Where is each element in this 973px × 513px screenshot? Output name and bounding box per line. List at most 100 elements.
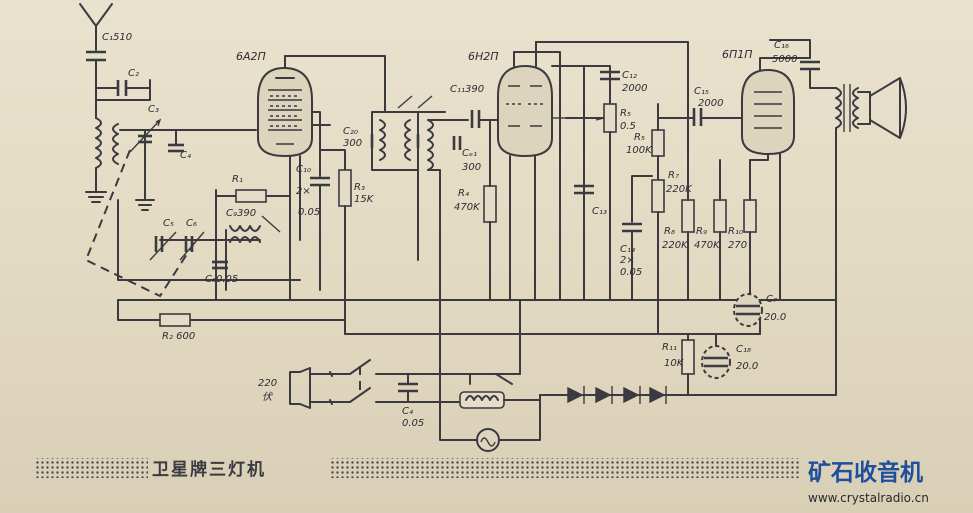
filament-resistor [439,299,541,441]
label-c14-c: 0.05 [620,267,642,278]
label-c9: C₉390 [226,208,256,219]
antenna-coil [95,117,119,169]
schematic-title: 卫星牌三灯机 [152,459,266,480]
label-c15-a: C₁₅ [694,86,709,97]
capacitor-c10 [310,176,330,291]
capacitor-c1 [86,50,106,73]
label-r10-a: R₁₀ [728,226,743,237]
label-r1: R₁ [232,174,243,185]
label-r10-b: 270 [728,240,747,251]
label-r5-b: 0.5 [620,121,636,132]
label-ce1-a: Cₑ₁ [462,148,477,159]
tube-label-v1: 6A2П [236,50,266,63]
label-c13: C₁₃ [592,206,607,217]
label-c18-val: 20.0 [736,361,758,372]
v1-wiring [284,55,386,301]
electrolytic-c17 [733,293,763,327]
mains-plug [289,367,333,409]
label-c4b-a: C₄ [402,406,413,417]
label-c4b-b: 0.05 [402,418,424,429]
label-r8-a: R₈ [664,226,675,237]
label-r5b-a: R₅ [634,132,645,143]
resistor-r7 [651,179,665,213]
label-c8: C₈0.05 [205,274,238,285]
resistor-r5b [651,129,665,157]
ground-symbol [85,191,155,211]
label-c14-b: 2× [620,255,635,266]
tube-label-v2: 6H2П [468,50,499,63]
speaker-icon [857,77,907,139]
label-r9-b: 470K [694,240,721,251]
label-r7-b: 220K [666,184,693,195]
tuning-capacitor-c3 [129,118,162,153]
resistor-r2 [159,313,191,327]
label-c4: C₄ [180,150,191,161]
pot-wiper [595,117,605,121]
resistor-r9 [713,199,727,233]
label-mains-a: 220 [258,378,277,389]
capacitor-c4 [168,143,184,153]
capacitor-c15 [657,108,743,126]
capacitor-c2 [95,80,151,96]
rectifier-diodes [539,386,837,404]
pilot-lamp-icon [476,428,500,452]
capacitor-c4-mains [398,373,418,403]
tube-v2 [497,41,566,158]
label-r8-b: 220K [662,240,689,251]
input-wiring [95,71,301,281]
resistor-r1 [235,189,267,203]
label-c14-a: C₁₄ [620,244,635,255]
label-c12-b: 2000 [622,83,647,94]
label-c2: C₂ [128,68,139,79]
label-r3-b: 15K [354,194,375,205]
capacitor-c14 [622,222,642,301]
resistor-r4 [483,185,497,223]
power-switch [329,299,521,403]
label-c12-a: C₁₂ [622,70,637,81]
title-dot-band-left [36,458,148,478]
label-c7-val: 20.0 [764,312,786,323]
capacitor-c13 [574,184,594,195]
tube-v3 [741,57,811,301]
label-r9-a: R₉ [696,226,707,237]
dashed-tuning-linkage [84,149,197,298]
label-c20-b: 300 [343,138,362,149]
resistor-r10 [743,199,757,233]
label-c20-a: C₂₀ [343,126,358,137]
label-r2: R₂ 600 [162,331,195,342]
label-c15-b: 2000 [698,98,723,109]
capacitor-c11 [470,110,499,128]
label-r5b-b: 100K [626,145,653,156]
volume-pot-r5 [603,103,617,133]
power-bus [117,299,837,335]
label-r11-a: R₁₁ [662,342,677,353]
label-mains-b: 伏 [262,391,273,403]
label-c1: C₁510 [102,32,132,43]
watermark-site-name: 矿石收音机 [808,459,923,486]
watermark-url: www.crystalradio.cn [808,491,929,505]
label-r4-a: R₄ [458,188,469,199]
label-c11: C₁₁390 [450,84,484,95]
label-c10-a: C₁₀ [296,164,311,175]
label-c6: C₆ [186,218,197,229]
if-transformer [370,95,446,261]
label-ce1-b: 300 [462,162,481,173]
label-r7-a: R₇ [668,170,679,181]
bias-resistor-leads [687,119,751,301]
tube-label-v3: 6П1П [722,48,753,61]
electrolytic-c18 [701,333,731,379]
tube-v1 [257,55,313,158]
label-c16-b: 5000 [772,54,797,65]
label-c5: C₅ [163,218,174,229]
resistor-r3 [338,169,352,207]
label-r3-a: R₃ [354,182,365,193]
c14-wiring [631,175,653,223]
label-r11-b: 10K [664,358,685,369]
label-c10-b: 2× [296,186,311,197]
resistor-r11 [681,339,695,375]
label-c10-c: 0.05 [298,207,320,218]
label-r5-a: R₅ [620,108,631,119]
label-c18-top: C₁₈ [736,344,751,355]
